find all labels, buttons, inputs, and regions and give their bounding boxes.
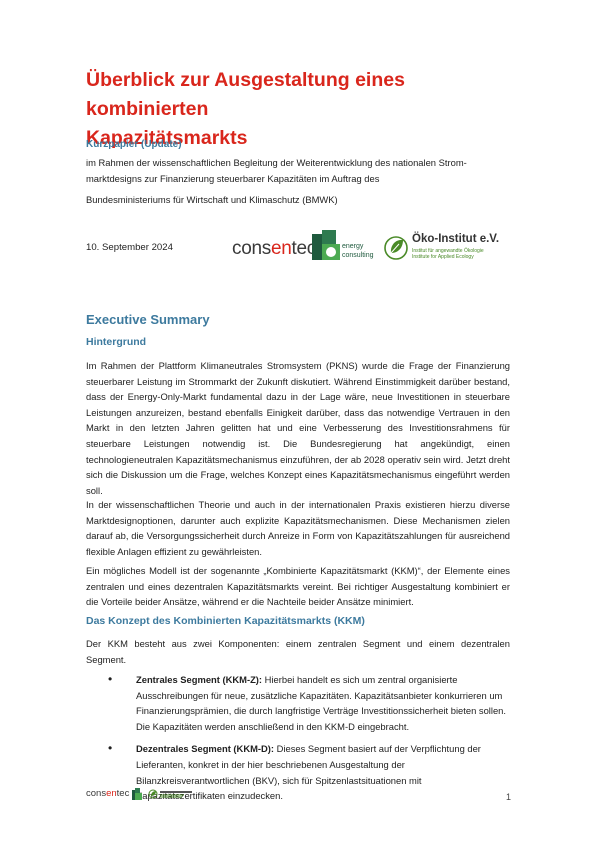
list-item: Zentrales Segment (KKM-Z): Hierbei hande… — [86, 672, 510, 734]
paragraph-4: Der KKM besteht aus zwei Komponenten: ei… — [86, 638, 510, 665]
heading-executive-summary: Executive Summary — [86, 312, 210, 327]
document-title: Überblick zur Ausgestaltung eines kombin… — [86, 66, 526, 153]
oeko-institut-logo: Öko-Institut e.V. Institut für angewandt… — [382, 233, 522, 263]
list-item-label: Zentrales Segment (KKM-Z): — [136, 674, 263, 685]
intro-text: im Rahmen der wissenschaftlichen Begleit… — [86, 157, 467, 184]
svg-text:consulting: consulting — [342, 252, 374, 259]
paragraph-1: Im Rahmen der Plattform Klimaneutrales S… — [86, 360, 510, 496]
page-number: 1 — [506, 792, 512, 802]
footer-energy-consulting-icon — [132, 788, 142, 800]
paragraph-3: Ein mögliches Modell ist der sogenannte … — [86, 565, 510, 608]
heading-background: Hintergrund — [86, 336, 147, 348]
footer-oeko-wordmark-icon — [160, 791, 192, 798]
oeko-leaf-icon — [384, 236, 408, 260]
intro-ministry: Bundesministeriums für Wirtschaft und Kl… — [86, 194, 338, 205]
document-subtitle: Kurzpapier (Update) — [86, 139, 182, 150]
paragraph-2: In der wissenschaftlichen Theorie und au… — [86, 499, 510, 557]
list-item-text: Dieses Segment basiert auf der Verpflich… — [136, 743, 481, 802]
partner-logos: consentec energy consulting Öko-Institut… — [232, 230, 522, 264]
footer-oeko-leaf-icon — [148, 789, 158, 799]
energy-consulting-logo: energy consulting — [312, 230, 374, 260]
title-line-1: Überblick zur Ausgestaltung eines kombin… — [86, 69, 405, 120]
svg-text:energy: energy — [342, 243, 364, 250]
consentec-logo: consentec — [232, 238, 316, 259]
document-date: 10. September 2024 — [86, 242, 173, 253]
component-list: Zentrales Segment (KKM-Z): Hierbei hande… — [86, 672, 510, 811]
title-line-2: Kapazitätsmarkts — [86, 127, 248, 149]
heading-concept: Das Konzept des Kombinierten Kapazitätsm… — [86, 615, 365, 627]
list-item-text: Hierbei handelt es sich um zentral organ… — [136, 674, 506, 732]
footer-logos: consentec — [86, 788, 206, 802]
list-item-label: Dezentrales Segment (KKM-D): — [136, 743, 275, 755]
list-item: Dezentrales Segment (KKM-D): Dieses Segm… — [86, 741, 510, 803]
footer-consentec-logo: consentec — [86, 788, 130, 799]
